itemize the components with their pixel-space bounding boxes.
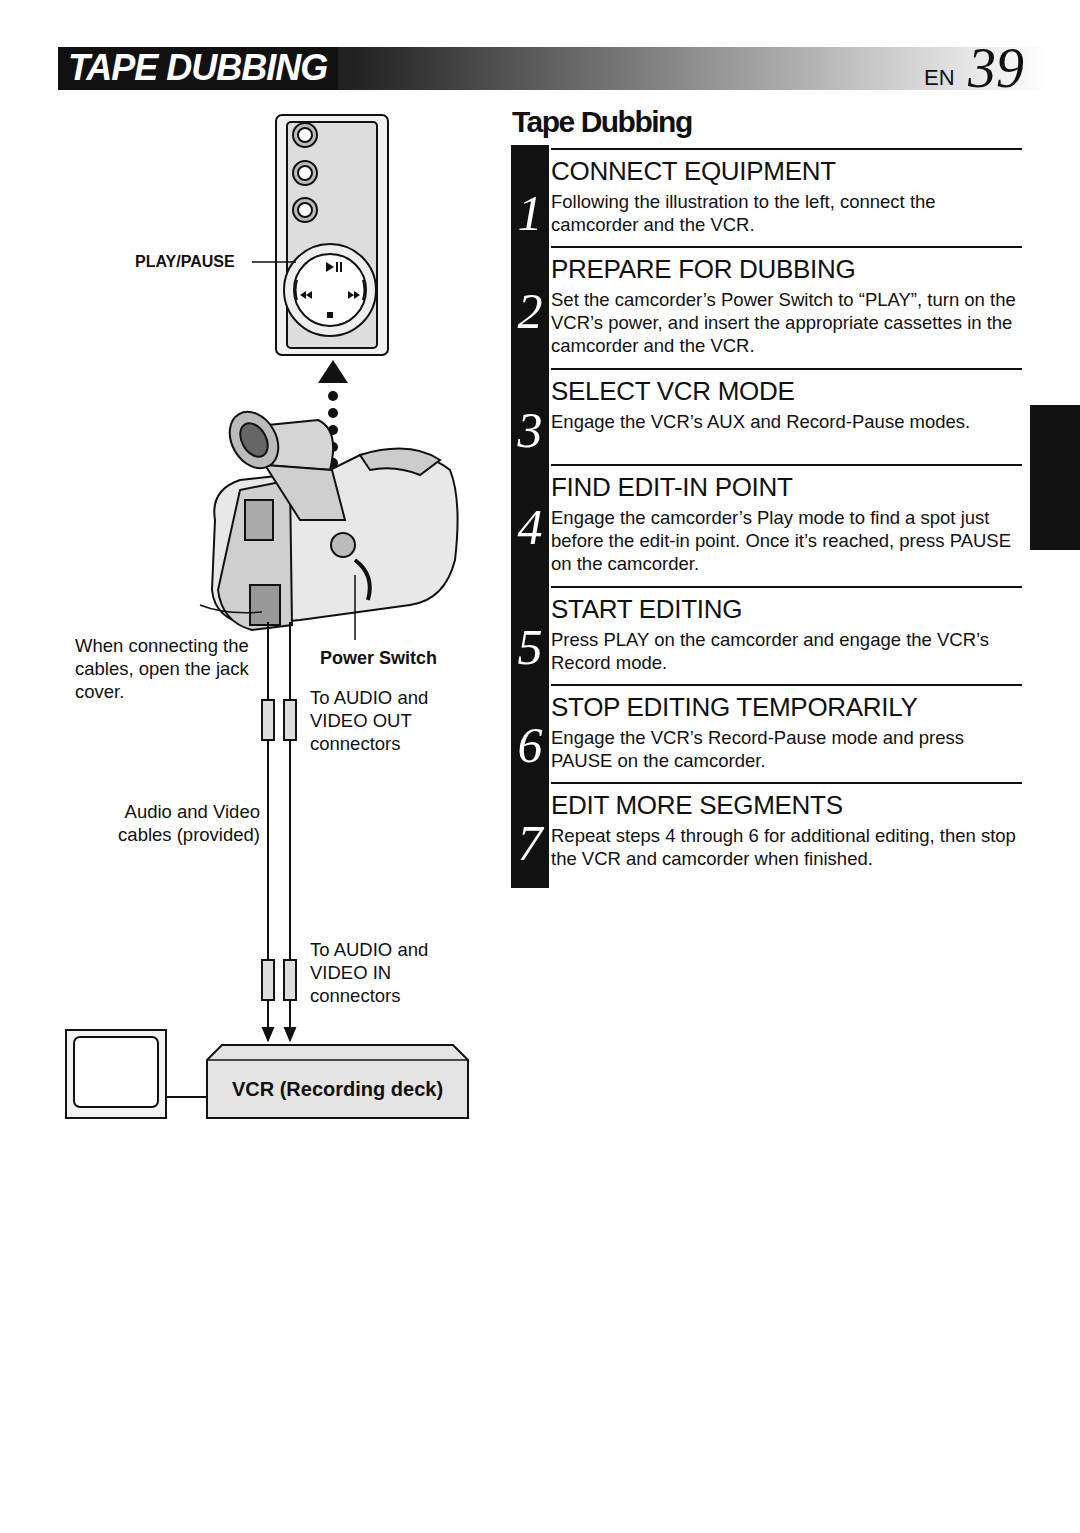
vcr-edge — [207, 1059, 468, 1061]
page-number: 39 — [968, 40, 1024, 96]
step-number: 4 — [511, 502, 549, 552]
part-label: Power Switch — [320, 647, 437, 670]
page-title: TAPE DUBBING — [68, 47, 327, 89]
vcr-label: VCR (Recording deck) — [232, 1078, 443, 1101]
step-heading: PREPARE FOR DUBBING — [551, 252, 1022, 286]
section-heading: Tape Dubbing — [512, 104, 692, 140]
step-number: 3 — [511, 405, 549, 455]
step-box: CONNECT EQUIPMENTFollowing the illustrat… — [551, 148, 1022, 236]
remote-control — [276, 115, 388, 355]
step-box: SELECT VCR MODEEngage the VCR’s AUX and … — [551, 368, 1022, 433]
step-heading: START EDITING — [551, 592, 1022, 626]
step-number: 1 — [511, 188, 549, 238]
step-heading: STOP EDITING TEMPORARILY — [551, 690, 1022, 724]
step-box: PREPARE FOR DUBBINGSet the camcorder’s P… — [551, 246, 1022, 357]
step-number: 6 — [511, 720, 549, 770]
vcr-box: VCR (Recording deck) — [209, 1062, 466, 1116]
step-heading: SELECT VCR MODE — [551, 374, 1022, 408]
step-heading: EDIT MORE SEGMENTS — [551, 788, 1022, 822]
step-text: Engage the camcorder’s Play mode to find… — [551, 506, 1022, 575]
step-text: Engage the VCR’s AUX and Record-Pause mo… — [551, 410, 1022, 433]
header-block — [58, 47, 338, 90]
step-column — [511, 145, 549, 888]
step-box: EDIT MORE SEGMENTSRepeat steps 4 through… — [551, 782, 1022, 870]
page-lang: EN — [924, 66, 955, 90]
step-number: 7 — [511, 818, 549, 868]
step-box: START EDITINGPress PLAY on the camcorder… — [551, 586, 1022, 674]
cable-label: Audio and Video cables (provided) — [100, 800, 260, 846]
television — [66, 1030, 207, 1118]
part-label: PLAY/PAUSE — [135, 250, 235, 273]
step-text: Set the camcorder’s Power Switch to “PLA… — [551, 288, 1022, 357]
step-text: Following the illustration to the left, … — [551, 190, 1022, 236]
step-number: 5 — [511, 622, 549, 672]
leader-line — [252, 261, 296, 263]
step-number: 2 — [511, 286, 549, 336]
step-box: STOP EDITING TEMPORARILYEngage the VCR’s… — [551, 684, 1022, 772]
step-text: Engage the VCR’s Record-Pause mode and p… — [551, 726, 1022, 772]
step-box: FIND EDIT-IN POINTEngage the camcorder’s… — [551, 464, 1022, 575]
connector-label: To AUDIO and VIDEO IN connectors — [310, 938, 460, 1007]
step-heading: FIND EDIT-IN POINT — [551, 470, 1022, 504]
leader-line — [354, 575, 356, 640]
vcr-housing — [207, 1045, 468, 1118]
step-text: Repeat steps 4 through 6 for additional … — [551, 824, 1022, 870]
note-text: When connecting the cables, open the jac… — [75, 634, 260, 703]
connector-label: To AUDIO and VIDEO OUT connectors — [310, 686, 460, 755]
camcorder — [200, 403, 458, 630]
step-heading: CONNECT EQUIPMENT — [551, 154, 1022, 188]
header-bar — [58, 47, 1048, 90]
side-tab — [1030, 405, 1080, 550]
step-text: Press PLAY on the camcorder and engage t… — [551, 628, 1022, 674]
av-cables — [262, 622, 296, 1040]
